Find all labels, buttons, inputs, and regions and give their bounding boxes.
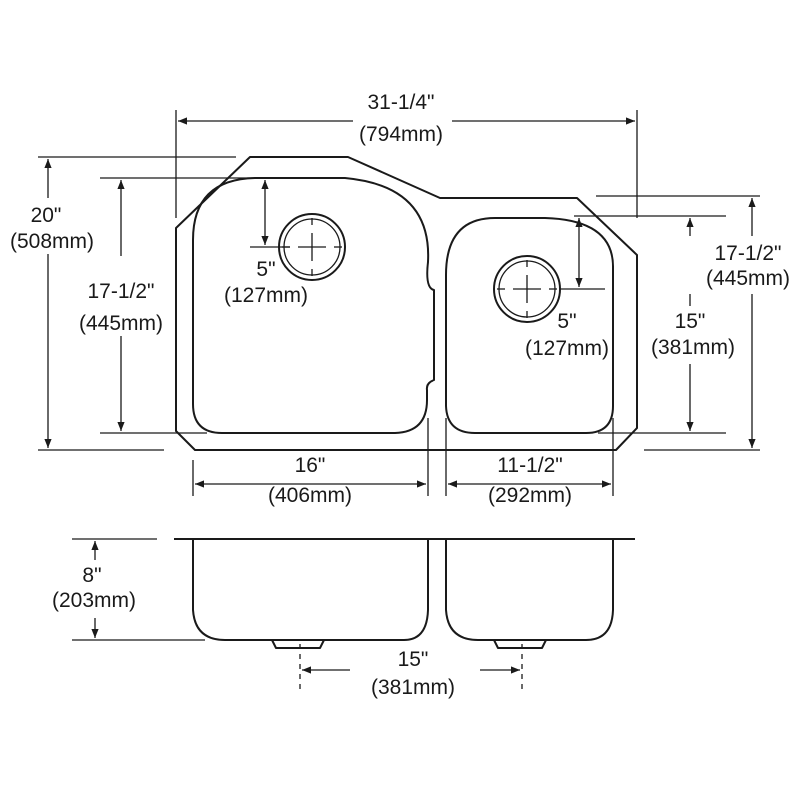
left-bowl-depth-metric: (445mm) [79, 312, 163, 335]
overall-depth-imperial: 20" [31, 204, 62, 227]
left-bowl-outline [192, 177, 435, 434]
right-bowl-width-imperial: 11-1/2" [497, 454, 562, 477]
right-side-depth-metric: (445mm) [706, 267, 790, 290]
right-drain-offset-imperial: 5" [557, 310, 576, 333]
drain-spacing-imperial: 15" [398, 648, 429, 671]
left-drain-offset-imperial: 5" [256, 258, 275, 281]
bowl-height-metric: (203mm) [52, 589, 136, 612]
bowl-height-imperial: 8" [82, 564, 101, 587]
overall-width-metric: (794mm) [359, 123, 443, 146]
right-bowl-section [445, 539, 614, 641]
left-bowl-width-metric: (406mm) [268, 484, 352, 507]
top-view: 31-1/4" (794mm) 20" (508mm) 17-1/2" (445… [0, 91, 790, 507]
left-bowl-width-imperial: 16" [295, 454, 326, 477]
left-bowl-depth-imperial: 17-1/2" [88, 280, 155, 303]
right-drain-offset-metric: (127mm) [525, 337, 609, 360]
right-drain-icon [493, 255, 561, 323]
overall-depth-metric: (508mm) [10, 230, 94, 253]
right-bowl-depth-imperial: 15" [675, 310, 706, 333]
overall-width-imperial: 31-1/4" [368, 91, 435, 114]
right-drain-stub [493, 639, 547, 649]
right-bowl-width-metric: (292mm) [488, 484, 572, 507]
left-drain-stub [271, 639, 325, 649]
sink-outer-rim [175, 156, 638, 451]
left-bowl-section [192, 539, 429, 641]
left-drain-offset-metric: (127mm) [224, 284, 308, 307]
front-view: 8" (203mm) 15" (381mm) [30, 538, 635, 700]
right-side-depth-imperial: 17-1/2" [715, 242, 782, 265]
drain-spacing-metric: (381mm) [371, 676, 455, 699]
right-bowl-depth-metric: (381mm) [651, 336, 735, 359]
right-bowl-outline [445, 217, 615, 434]
